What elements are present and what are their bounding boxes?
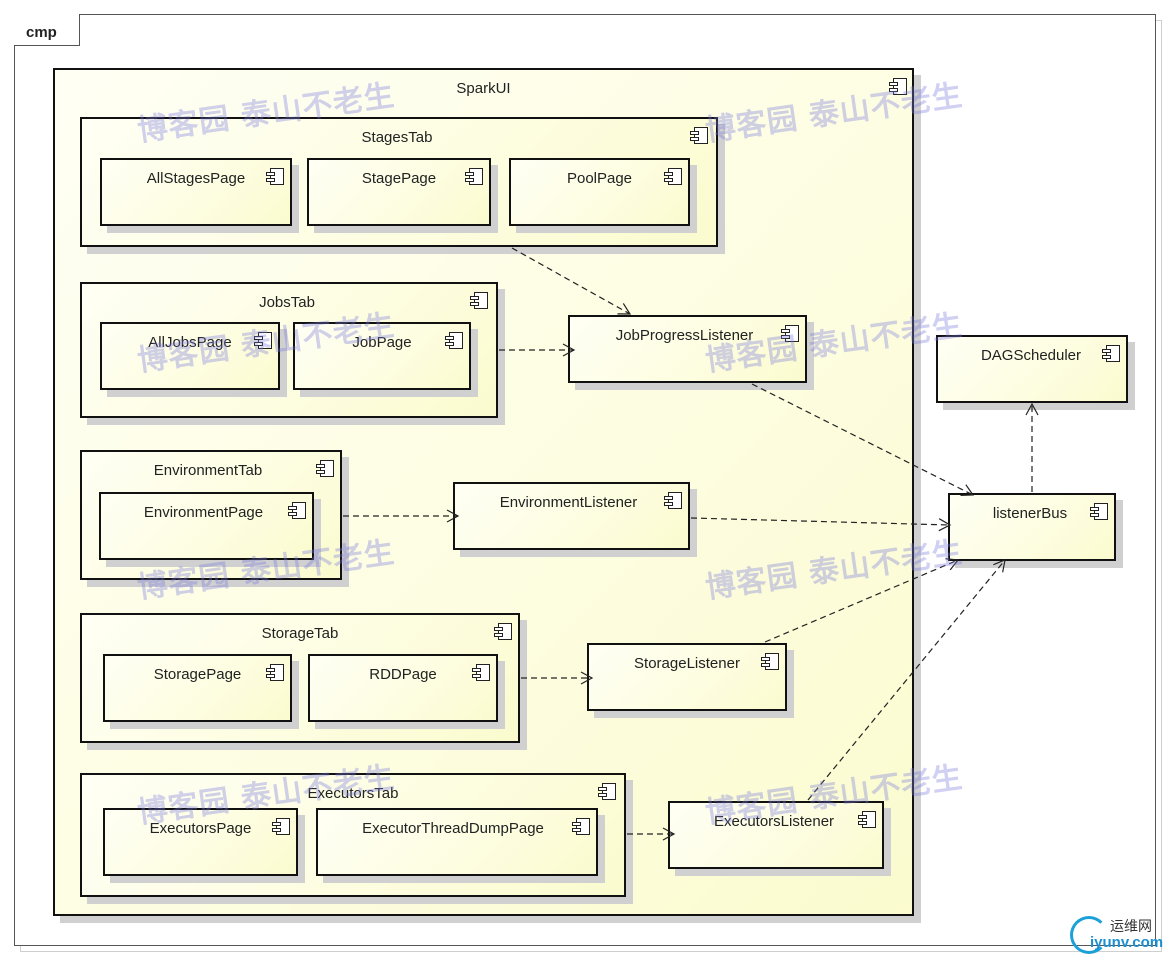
- rdd-page-label: RDDPage: [369, 666, 437, 683]
- executors-page-component[interactable]: ExecutorsPage: [103, 808, 298, 876]
- component-icon: [288, 502, 306, 519]
- component-icon: [445, 332, 463, 349]
- component-icon: [494, 623, 512, 640]
- component-icon: [664, 492, 682, 509]
- component-icon: [572, 818, 590, 835]
- job-progress-listener-label: JobProgressListener: [615, 327, 754, 344]
- jobs-tab-label: JobsTab: [259, 294, 315, 311]
- component-icon: [272, 818, 290, 835]
- job-page-label: JobPage: [352, 334, 412, 351]
- all-stages-page-label: AllStagesPage: [146, 170, 246, 187]
- site-logo: 运维网 iyunv.com: [1070, 912, 1170, 958]
- environment-listener-component[interactable]: EnvironmentListener: [453, 482, 690, 550]
- environment-tab-label: EnvironmentTab: [153, 462, 263, 479]
- storage-listener-component[interactable]: StorageListener: [587, 643, 787, 711]
- component-icon: [664, 168, 682, 185]
- stages-tab-label: StagesTab: [361, 129, 433, 146]
- storage-page-label: StoragePage: [153, 666, 242, 683]
- storage-page-component[interactable]: StoragePage: [103, 654, 292, 722]
- stage-page-component[interactable]: StagePage: [307, 158, 491, 226]
- component-icon: [781, 325, 799, 342]
- listener-bus-label: listenerBus: [992, 505, 1068, 522]
- component-icon: [266, 168, 284, 185]
- executors-page-label: ExecutorsPage: [149, 820, 252, 837]
- all-jobs-page-component[interactable]: AllJobsPage: [100, 322, 280, 390]
- storage-listener-label: StorageListener: [634, 655, 740, 672]
- executors-listener-component[interactable]: ExecutorsListener: [668, 801, 884, 869]
- dag-scheduler-label: DAGScheduler: [980, 347, 1082, 364]
- component-icon: [254, 332, 272, 349]
- listener-bus-component[interactable]: listenerBus: [948, 493, 1116, 561]
- component-icon: [858, 811, 876, 828]
- component-icon: [465, 168, 483, 185]
- dag-scheduler-component[interactable]: DAGScheduler: [936, 335, 1128, 403]
- environment-page-label: EnvironmentPage: [143, 504, 264, 521]
- executors-listener-label: ExecutorsListener: [713, 813, 835, 830]
- environment-listener-label: EnvironmentListener: [499, 494, 638, 511]
- component-icon: [470, 292, 488, 309]
- logo-ring-icon: [1070, 916, 1108, 954]
- executor-thread-dump-page-component[interactable]: ExecutorThreadDumpPage: [316, 808, 598, 876]
- sparkui-label: SparkUI: [456, 80, 511, 97]
- frame-label: cmp: [26, 24, 57, 41]
- executors-tab-label: ExecutorsTab: [307, 785, 399, 802]
- job-progress-listener-component[interactable]: JobProgressListener: [568, 315, 807, 383]
- stage-page-label: StagePage: [361, 170, 437, 187]
- logo-bottom-text: iyunv.com: [1090, 934, 1164, 951]
- component-icon: [1090, 503, 1108, 520]
- component-icon: [761, 653, 779, 670]
- component-icon: [598, 783, 616, 800]
- all-stages-page-component[interactable]: AllStagesPage: [100, 158, 292, 226]
- component-icon: [690, 127, 708, 144]
- job-page-component[interactable]: JobPage: [293, 322, 471, 390]
- environment-page-component[interactable]: EnvironmentPage: [99, 492, 314, 560]
- executor-thread-dump-page-label: ExecutorThreadDumpPage: [362, 820, 544, 837]
- component-icon: [472, 664, 490, 681]
- component-icon: [266, 664, 284, 681]
- pool-page-label: PoolPage: [566, 170, 633, 187]
- component-icon: [889, 78, 907, 95]
- component-icon: [1102, 345, 1120, 362]
- storage-tab-label: StorageTab: [261, 625, 339, 642]
- component-icon: [316, 460, 334, 477]
- all-jobs-page-label: AllJobsPage: [148, 334, 232, 351]
- logo-top-text: 运维网: [1110, 919, 1152, 935]
- frame-tab: [14, 14, 80, 46]
- rdd-page-component[interactable]: RDDPage: [308, 654, 498, 722]
- pool-page-component[interactable]: PoolPage: [509, 158, 690, 226]
